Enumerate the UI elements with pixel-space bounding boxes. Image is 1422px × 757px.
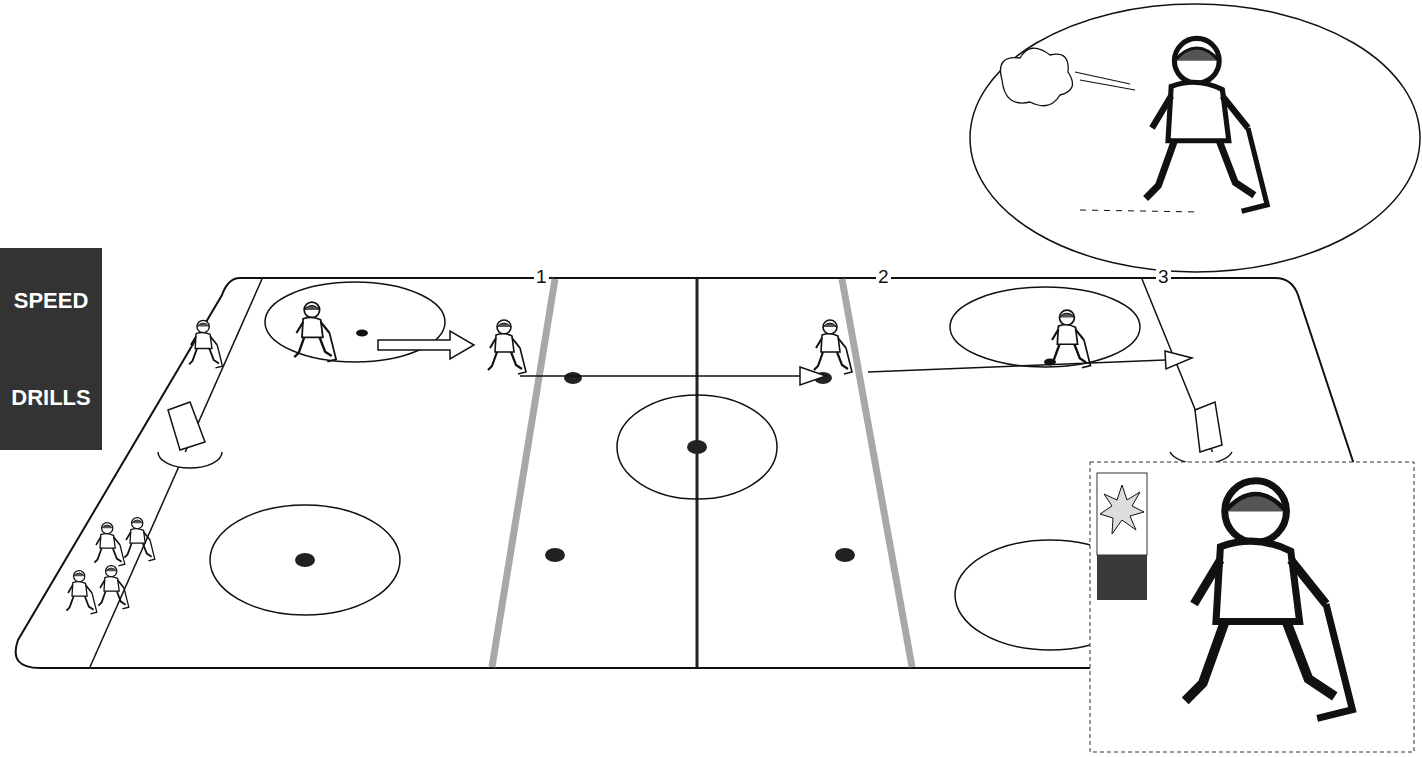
faceoff-circles <box>210 282 1145 650</box>
goal-net <box>158 402 1232 468</box>
player-inset <box>1090 462 1414 752</box>
skater-inset <box>970 4 1420 272</box>
title-tab: SPEED DRILLS <box>0 248 102 450</box>
players <box>66 302 1090 614</box>
callout-number: 2 <box>876 266 891 287</box>
pucks <box>356 330 1056 366</box>
pass-arrows <box>378 331 1192 385</box>
center-line <box>696 279 699 667</box>
tab-heading: SPEED DRILLS <box>0 252 102 446</box>
callout-number: 1 <box>534 266 549 287</box>
callout-label: 1 <box>534 266 549 288</box>
callout-label: 2 <box>876 266 891 288</box>
callout-number: 3 <box>1156 266 1171 287</box>
goal-line <box>90 279 262 667</box>
blue-line <box>842 279 912 667</box>
callout-label: 3 <box>1156 266 1171 288</box>
faceoff-dots <box>295 372 855 567</box>
